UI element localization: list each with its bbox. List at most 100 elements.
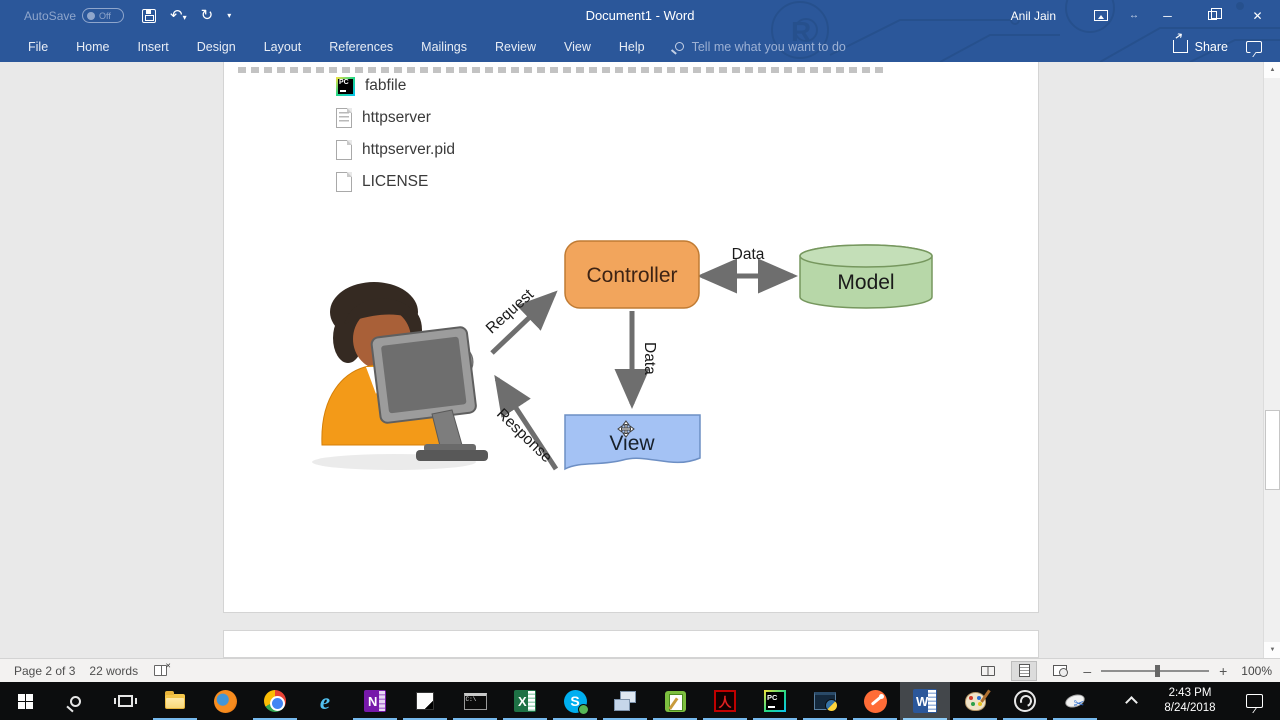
- read-mode-button[interactable]: [975, 661, 1001, 681]
- clock-time: 2:43 PM: [1168, 687, 1212, 700]
- zoom-out-button[interactable]: –: [1083, 662, 1092, 679]
- taskbar-pycharm[interactable]: PC: [750, 682, 800, 720]
- start-button[interactable]: [0, 682, 50, 720]
- read-mode-icon: [981, 665, 996, 676]
- file-name: httpserver.pid: [362, 141, 456, 158]
- tab-home[interactable]: Home: [76, 39, 110, 54]
- pycharm-icon: PC: [764, 690, 786, 712]
- save-icon[interactable]: [142, 8, 157, 23]
- taskbar-python-ide[interactable]: [800, 682, 850, 720]
- tab-insert[interactable]: Insert: [137, 39, 169, 54]
- share-icon: [1172, 40, 1188, 53]
- tab-review[interactable]: Review: [495, 39, 537, 54]
- list-item[interactable]: httpserver: [336, 102, 455, 134]
- document-page-2[interactable]: PC fabfile httpserver httpserver.pid LIC…: [223, 62, 1039, 613]
- zoom-slider-thumb[interactable]: [1155, 664, 1161, 677]
- firefox-icon: [213, 689, 237, 713]
- file-explorer-icon: [165, 690, 185, 709]
- quick-access-toolbar: ↶▾ ↻ ▾: [142, 7, 231, 25]
- taskbar-paint[interactable]: [950, 682, 1000, 720]
- document-canvas: PC fabfile httpserver httpserver.pid LIC…: [0, 62, 1280, 658]
- onenote-icon: N: [364, 690, 386, 712]
- tab-help[interactable]: Help: [618, 39, 645, 54]
- list-item[interactable]: PC fabfile: [336, 70, 455, 102]
- taskbar-obs[interactable]: [1000, 682, 1050, 720]
- taskbar-onenote[interactable]: N: [350, 682, 400, 720]
- taskbar-skype[interactable]: S: [550, 682, 600, 720]
- scissors-icon: ✂: [1073, 696, 1085, 711]
- internet-explorer-icon: e: [319, 688, 331, 714]
- account-name[interactable]: Anil Jain: [1010, 8, 1056, 23]
- paint-icon: [964, 691, 986, 711]
- word-count[interactable]: 22 words: [89, 663, 139, 678]
- task-view-icon: [113, 695, 137, 707]
- search-icon: [674, 42, 684, 51]
- restore-button[interactable]: [1190, 0, 1235, 31]
- data-top-edge-label: Data: [732, 246, 765, 263]
- tab-view[interactable]: View: [564, 39, 591, 54]
- undo-button[interactable]: ↶▾: [170, 7, 187, 25]
- vertical-scrollbar[interactable]: ▲ ▼: [1263, 62, 1280, 658]
- action-center-button[interactable]: [1232, 694, 1276, 708]
- zoom-level[interactable]: 100%: [1241, 663, 1272, 678]
- scrollbar-thumb[interactable]: [1265, 410, 1280, 490]
- qat-customize-icon[interactable]: ▾: [227, 11, 232, 20]
- page-indicator[interactable]: Page 2 of 3: [14, 663, 76, 678]
- file-name: LICENSE: [362, 173, 429, 190]
- controller-node[interactable]: [564, 240, 700, 309]
- tab-references[interactable]: References: [329, 39, 394, 54]
- comments-icon[interactable]: [1246, 40, 1262, 53]
- document-page-3[interactable]: [223, 630, 1039, 658]
- web-layout-button[interactable]: [1047, 661, 1073, 681]
- view-node[interactable]: [564, 414, 701, 471]
- taskbar-internet-explorer[interactable]: e: [300, 682, 350, 720]
- zoom-slider[interactable]: [1101, 664, 1210, 677]
- taskbar-file-explorer[interactable]: [150, 682, 200, 720]
- chevron-up-icon: [1124, 696, 1138, 709]
- tab-mailings[interactable]: Mailings: [421, 39, 468, 54]
- python-ide-icon: [814, 692, 838, 712]
- zoom-in-button[interactable]: +: [1219, 662, 1228, 679]
- scroll-up-button[interactable]: ▲: [1264, 62, 1280, 78]
- tab-design[interactable]: Design: [196, 39, 236, 54]
- taskbar-chrome[interactable]: [250, 682, 300, 720]
- taskbar-notes-app[interactable]: [400, 682, 450, 720]
- undo-dropdown-icon[interactable]: ▾: [182, 12, 187, 22]
- autosave-knob: [87, 11, 96, 20]
- taskbar-clock[interactable]: 2:43 PM 8/24/2018: [1148, 686, 1232, 716]
- ribbon-display-options-button[interactable]: [1078, 0, 1123, 31]
- taskbar-command-prompt[interactable]: C:\: [450, 682, 500, 720]
- scroll-down-button[interactable]: ▼: [1264, 642, 1280, 658]
- list-item[interactable]: LICENSE: [336, 166, 455, 198]
- taskbar-postman[interactable]: [850, 682, 900, 720]
- tab-file[interactable]: File: [28, 39, 49, 54]
- taskbar-notepad-plus-plus[interactable]: [650, 682, 700, 720]
- share-button[interactable]: Share: [1172, 40, 1228, 54]
- text-file-icon: [336, 108, 352, 128]
- taskbar-excel[interactable]: X: [500, 682, 550, 720]
- tell-me-search[interactable]: Tell me what you want to do: [674, 40, 846, 54]
- list-item[interactable]: httpserver.pid: [336, 134, 455, 166]
- mvc-diagram[interactable]: Controller Model View Request Data Data …: [224, 62, 1040, 613]
- tab-layout[interactable]: Layout: [263, 39, 302, 54]
- close-button[interactable]: ✕: [1252, 8, 1263, 23]
- redo-button[interactable]: ↻: [200, 7, 214, 24]
- taskbar-word-active[interactable]: W: [900, 682, 950, 720]
- taskbar-search-button[interactable]: [50, 682, 100, 720]
- double-arrow-glyph: ↔: [1129, 10, 1139, 21]
- print-layout-button[interactable]: [1011, 660, 1038, 681]
- autosave-pill: Off: [82, 8, 125, 23]
- minimize-button[interactable]: ─: [1163, 8, 1172, 23]
- taskbar-acrobat[interactable]: 人: [700, 682, 750, 720]
- data-vertical-edge-label: Data: [641, 342, 658, 375]
- taskbar-snipping-tool[interactable]: ✂: [1050, 682, 1100, 720]
- task-view-button[interactable]: [100, 682, 150, 720]
- tray-expand-button[interactable]: [1114, 695, 1148, 709]
- proofing-status-icon[interactable]: [154, 662, 171, 676]
- autosave-toggle[interactable]: AutoSave Off: [24, 8, 125, 23]
- undo-icon: ↶: [170, 6, 183, 24]
- user-clipart: [312, 282, 488, 470]
- taskbar-firefox[interactable]: [200, 682, 250, 720]
- windows-logo-icon: [17, 693, 33, 709]
- taskbar-remote-desktop[interactable]: [600, 682, 650, 720]
